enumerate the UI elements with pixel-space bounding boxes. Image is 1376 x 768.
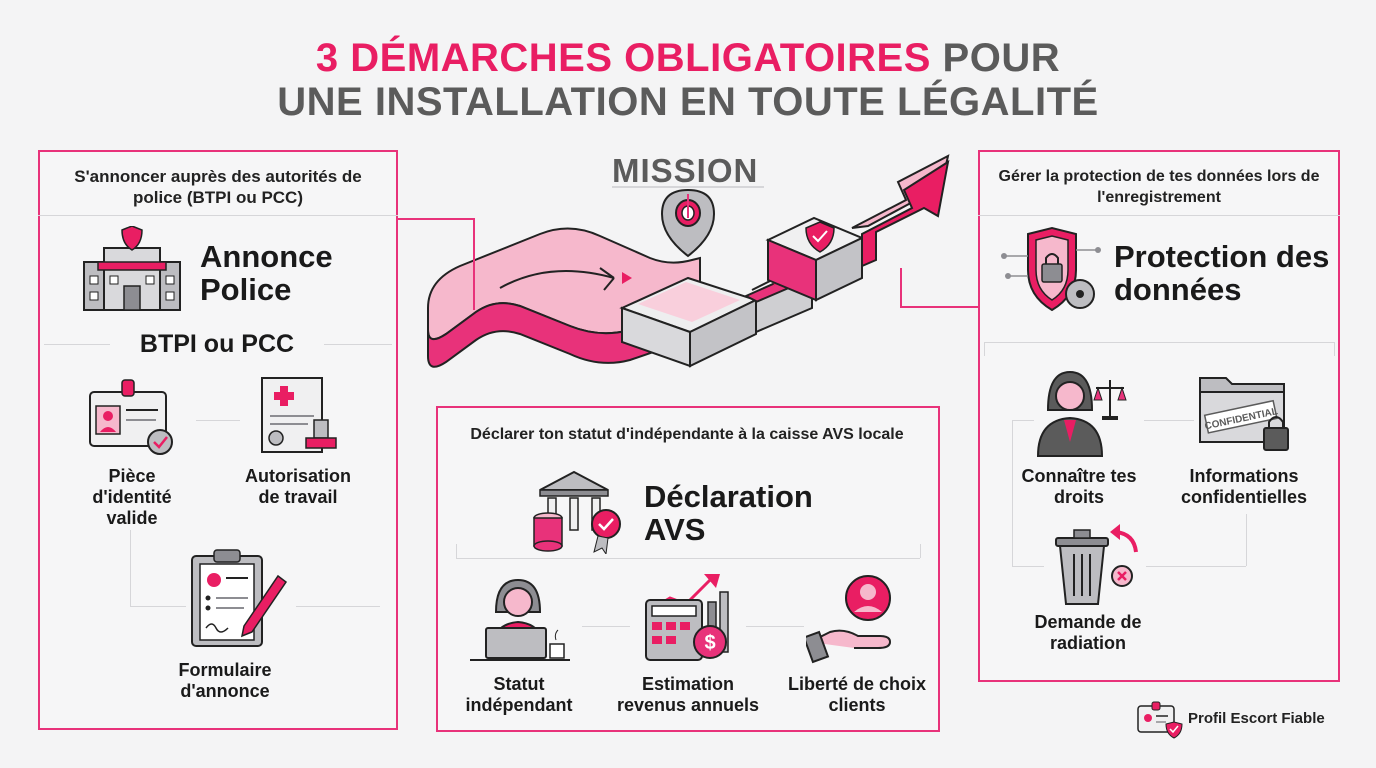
police-section-line-left — [44, 344, 110, 345]
police-link-2 — [130, 530, 131, 606]
police-section-line-right — [324, 344, 392, 345]
connector-arrow — [751, 279, 773, 291]
data-link-3 — [1012, 420, 1013, 566]
avs-link-1 — [582, 626, 630, 627]
avs-item-clients: Liberté de choix clients — [787, 674, 927, 715]
avs-link-2 — [746, 626, 804, 627]
freelancer-laptop-icon — [470, 578, 570, 661]
big-arrow-body — [861, 159, 950, 268]
data-item-rights: Connaître tes droits — [1021, 466, 1137, 507]
title-line-2: UNE INSTALLATION EN TOUTE LÉGALITÉ — [277, 80, 1099, 124]
bank-coins-icon — [533, 470, 621, 554]
svg-text:$: $ — [704, 632, 715, 654]
path-arrow-tip-1 — [622, 272, 632, 284]
lawyer-rights-icon — [1036, 370, 1127, 457]
avs-bracket-right — [920, 544, 921, 558]
panel-avs — [436, 406, 940, 732]
data-link-1 — [1144, 420, 1194, 421]
path-arrow-line-1 — [499, 269, 615, 289]
avs-subtitle: Déclarer ton statut d'indépendante à la … — [470, 426, 904, 443]
connector-right-h — [900, 306, 978, 308]
data-bracket-left — [984, 342, 985, 356]
data-link-2 — [1012, 420, 1034, 421]
mission-underline — [612, 186, 764, 188]
data-link-5 — [1246, 514, 1247, 566]
trash-deletion-icon — [1055, 524, 1138, 605]
data-subtitle: Gérer la protection de tes données lors … — [998, 168, 1320, 206]
data-divider-top — [978, 215, 1340, 216]
avs-divider — [456, 558, 920, 559]
police-link-4 — [296, 606, 380, 607]
id-card-icon — [89, 379, 173, 455]
police-link-3 — [130, 606, 186, 607]
title-highlight: 3 DÉMARCHES OBLIGATOIRES — [315, 36, 931, 80]
brand-logo-icon — [1137, 701, 1183, 739]
form-clipboard-icon — [191, 549, 288, 647]
police-heading: Annonce Police — [200, 239, 333, 307]
data-item-deletion: Demande de radiation — [1034, 612, 1142, 653]
block-mid-right — [689, 298, 757, 368]
police-link-1 — [196, 420, 240, 421]
shield-lock-circuit-icon — [1001, 226, 1101, 312]
avs-heading: Déclaration AVS — [644, 479, 813, 547]
data-link-4 — [1012, 566, 1044, 567]
police-subtitle: S'annoncer auprès des autorités de polic… — [74, 167, 362, 207]
police-section-title: BTPI ou PCC — [139, 330, 295, 358]
avs-bracket-left — [456, 544, 457, 558]
data-link-6 — [1146, 566, 1246, 567]
police-item-form: Formulaire d'annonce — [178, 660, 272, 701]
connector-left-h — [397, 218, 475, 220]
connector-right-v — [900, 268, 902, 308]
calculator-chart-icon: $ — [645, 574, 729, 661]
block-shield-right — [815, 236, 863, 302]
work-permit-icon — [261, 377, 337, 453]
data-item-confidential: Informations confidentielles — [1180, 466, 1308, 507]
mission-label: MISSION — [612, 152, 759, 189]
confidential-folder-icon: CONFIDENTIAL — [1199, 377, 1289, 451]
police-divider — [38, 215, 398, 216]
data-heading: Protection des données — [1114, 239, 1330, 307]
police-item-id: Pièce d'identité valide — [92, 466, 172, 528]
title-rest: POUR — [930, 36, 1061, 80]
police-item-work: Autorisation de travail — [245, 466, 351, 507]
connector-left-v — [473, 218, 475, 310]
data-bracket-right — [1334, 342, 1335, 356]
shield-icon — [805, 221, 835, 253]
title-line-1: 3 DÉMARCHES OBLIGATOIRES POUR — [0, 36, 1376, 80]
mission-path-graphic — [427, 154, 950, 368]
avs-item-income: Estimation revenus annuels — [616, 674, 760, 715]
path-arrow-head-1 — [599, 267, 615, 291]
data-divider-mid — [984, 342, 1334, 343]
avs-item-status: Statut indépendant — [465, 674, 573, 715]
brand-label: Profil Escort Fiable — [1188, 710, 1325, 727]
check-icon — [812, 230, 828, 243]
police-station-icon — [83, 226, 181, 311]
client-choice-hand-icon — [806, 575, 892, 664]
block-mid-glow — [638, 282, 740, 322]
